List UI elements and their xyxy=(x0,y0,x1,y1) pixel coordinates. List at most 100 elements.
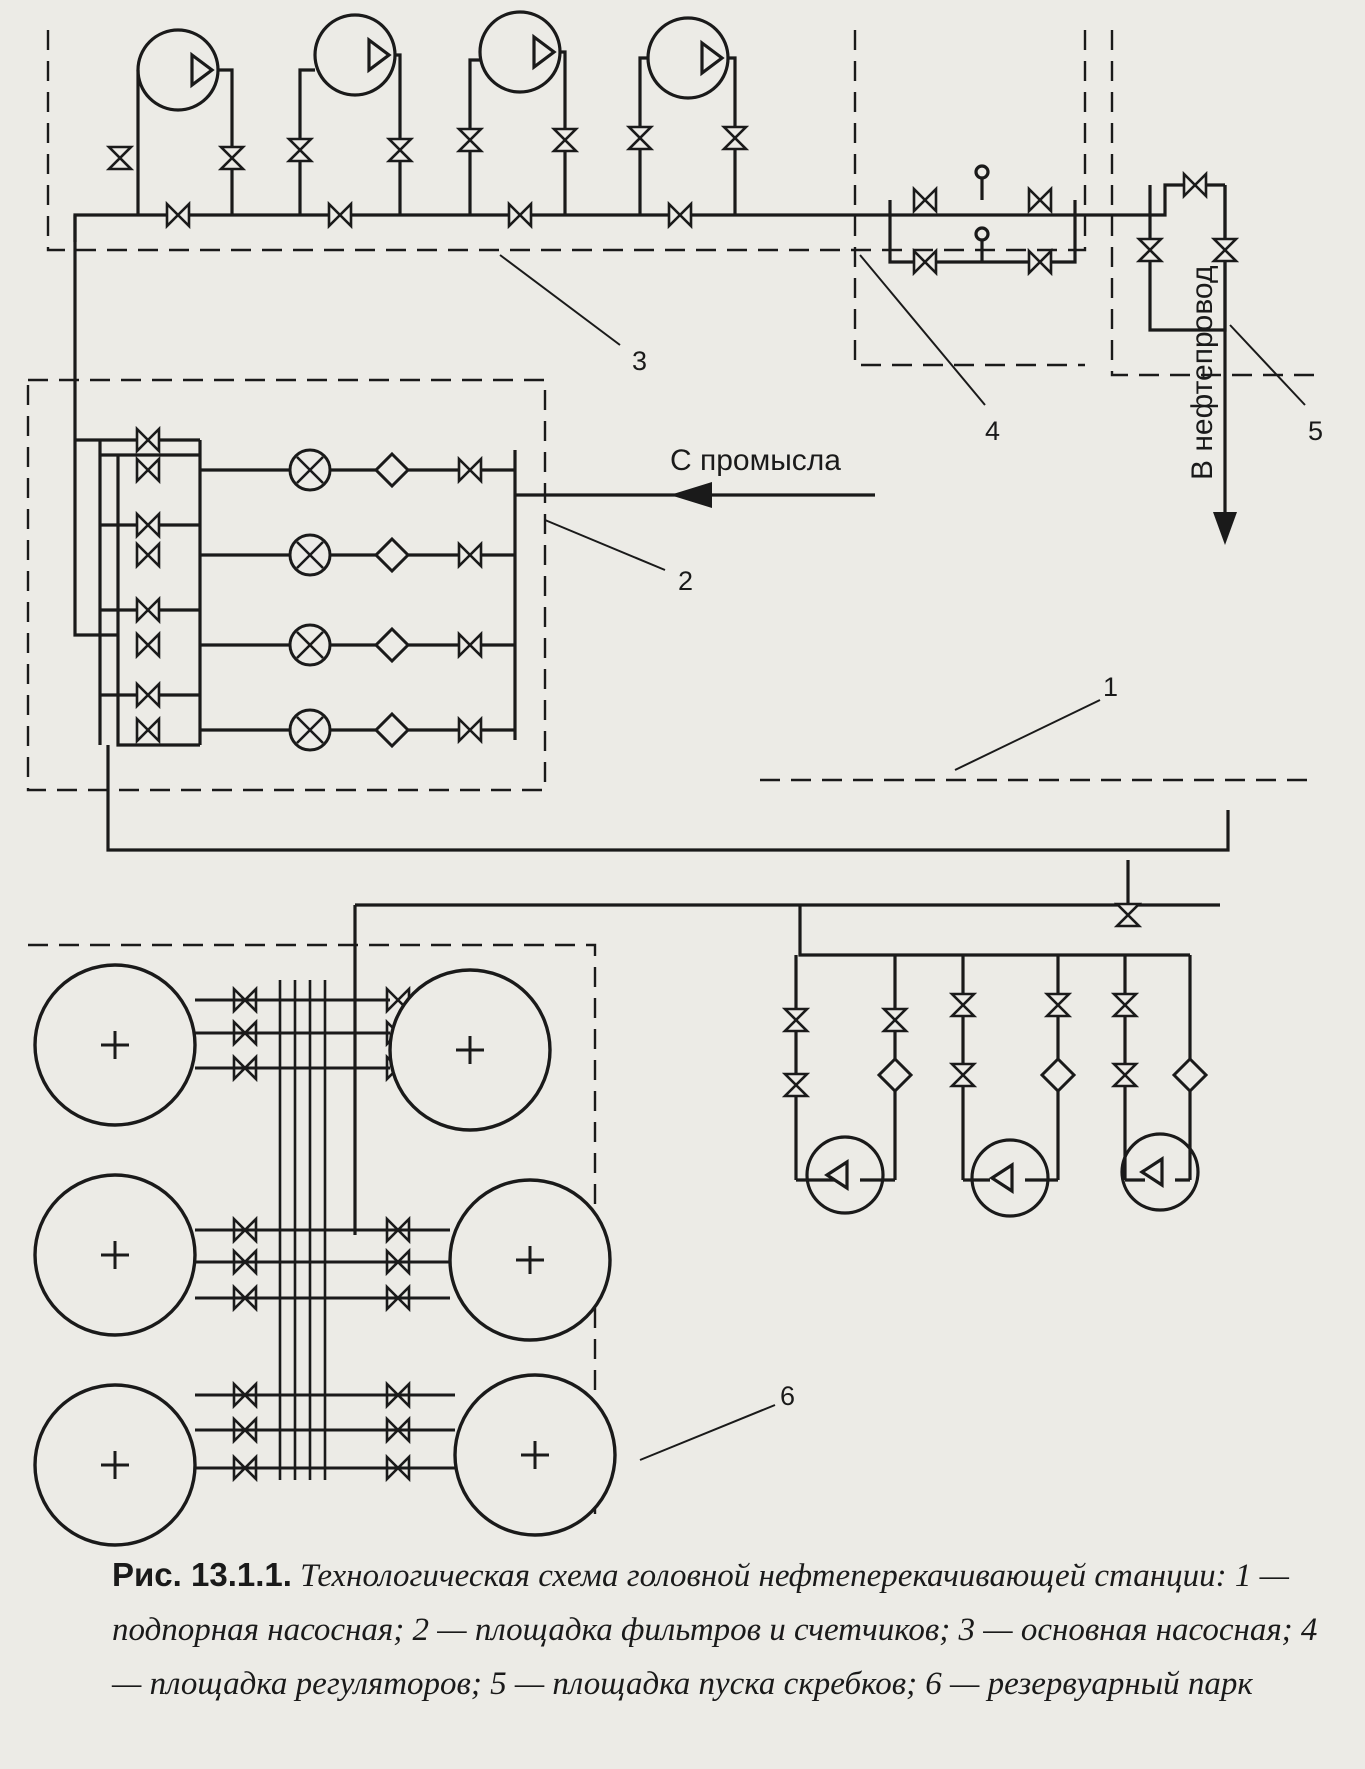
flow-meter-cross xyxy=(296,456,324,484)
filter-group xyxy=(373,451,1209,1094)
link-filters-to-booster xyxy=(106,745,1230,852)
label-to-pipeline: В нефтепровод xyxy=(1186,266,1219,480)
main-pump-4 xyxy=(646,16,730,100)
pump-direction-icon xyxy=(1139,1156,1164,1188)
booster-pump-1 xyxy=(805,1135,885,1215)
tank-center-mark xyxy=(521,1441,549,1469)
valve-icon xyxy=(1110,1062,1140,1088)
pump-direction-icon xyxy=(824,1159,849,1191)
main-header-pipe xyxy=(73,183,1225,242)
valve-icon xyxy=(1027,247,1053,277)
caption-text: Технологическая схема головной нефтепере… xyxy=(112,1558,1318,1702)
label-from-field: С промысла xyxy=(670,444,841,477)
valve-icon xyxy=(165,200,191,230)
main-pump-2 xyxy=(313,13,397,97)
pump-direction-icon xyxy=(532,33,557,71)
flow-meter-cross xyxy=(296,541,324,569)
valve-icon xyxy=(550,127,580,153)
valve-icon xyxy=(880,1007,910,1033)
callout-6: 6 xyxy=(780,1381,795,1411)
figure-caption: Рис. 13.1.1. Технологическая схема голов… xyxy=(112,1548,1322,1711)
valve-icon xyxy=(948,1062,978,1088)
callout-3: 3 xyxy=(632,346,647,376)
regulator-actuator-icon xyxy=(974,226,990,242)
valve-icon xyxy=(1110,992,1140,1018)
outlet-arrow-icon xyxy=(1213,512,1237,545)
filter-lines xyxy=(200,468,515,732)
callout-5-leader xyxy=(1229,324,1306,406)
callout-6-leader xyxy=(639,1404,776,1461)
zone-main-pumps-boundary xyxy=(46,30,1087,252)
valve-icon xyxy=(285,137,315,163)
booster-distribution-header xyxy=(798,905,1190,957)
valve-icon xyxy=(1113,902,1143,928)
zone-regulators-boundary xyxy=(853,30,1085,367)
pump-3-piping xyxy=(468,50,567,215)
callout-1-leader xyxy=(954,699,1101,771)
valve-icon xyxy=(135,510,161,540)
pump-direction-icon xyxy=(700,39,725,77)
callout-4: 4 xyxy=(985,416,1000,446)
valve-icon xyxy=(1210,237,1240,263)
callout-leaders xyxy=(499,254,1306,1461)
valve-icon xyxy=(385,137,415,163)
valve-icon xyxy=(667,200,693,230)
valve-icon xyxy=(135,595,161,625)
inlet-arrow-icon xyxy=(670,482,712,508)
filter-icon xyxy=(373,536,411,574)
tank-center-mark xyxy=(516,1246,544,1274)
zone-scraper-launch-boundary xyxy=(1110,30,1320,377)
booster-pump-station xyxy=(794,860,1200,1218)
flow-meter-cross xyxy=(296,631,324,659)
filter-icon xyxy=(373,626,411,664)
valve-icon xyxy=(912,185,938,215)
filter-icon xyxy=(1039,1056,1077,1094)
callout-3-leader xyxy=(499,254,621,346)
tank-center-mark xyxy=(101,1451,129,1479)
valve-icon xyxy=(1135,237,1165,263)
filter-icon xyxy=(876,1056,914,1094)
valve-icon xyxy=(457,455,483,485)
pump-4-piping xyxy=(638,56,737,215)
valve-icon xyxy=(457,540,483,570)
callout-2-leader xyxy=(544,519,666,571)
filters-collector-c xyxy=(116,455,200,747)
pump-direction-icon xyxy=(367,36,392,74)
booster-pump-2 xyxy=(970,1138,1050,1218)
valve-icon xyxy=(217,145,247,171)
pump-direction-icon xyxy=(190,51,215,89)
regulator-actuator-icon xyxy=(974,164,990,180)
valve-icon xyxy=(781,1007,811,1033)
callout-4-leader xyxy=(859,254,986,406)
valve-group xyxy=(105,125,1240,1483)
zone-boundaries xyxy=(26,30,1320,1525)
valve-icon xyxy=(135,455,161,485)
valve-icon xyxy=(105,145,135,171)
valve-icon xyxy=(948,992,978,1018)
pump-direction-icon xyxy=(989,1162,1014,1194)
valve-icon xyxy=(507,200,533,230)
caption-figure-number: Рис. 13.1.1. xyxy=(112,1556,292,1593)
tank-group xyxy=(33,963,617,1547)
valve-icon xyxy=(455,127,485,153)
pump-1-piping xyxy=(136,68,234,215)
valve-icon xyxy=(1027,185,1053,215)
valve-icon xyxy=(1182,170,1208,200)
filter-icon xyxy=(373,711,411,749)
valve-icon xyxy=(625,125,655,151)
callout-1: 1 xyxy=(1103,672,1118,702)
regulator-site xyxy=(888,164,1077,264)
valve-icon xyxy=(135,680,161,710)
filter-icon xyxy=(373,451,411,489)
callout-5: 5 xyxy=(1308,416,1323,446)
valve-icon xyxy=(135,540,161,570)
filters-cross-links xyxy=(100,453,200,697)
valve-icon xyxy=(912,247,938,277)
zone-tank-farm-boundary xyxy=(28,943,597,1525)
valve-icon xyxy=(135,715,161,745)
filter-icon xyxy=(1171,1056,1209,1094)
tank-farm xyxy=(353,903,1220,1235)
valve-icon xyxy=(457,715,483,745)
